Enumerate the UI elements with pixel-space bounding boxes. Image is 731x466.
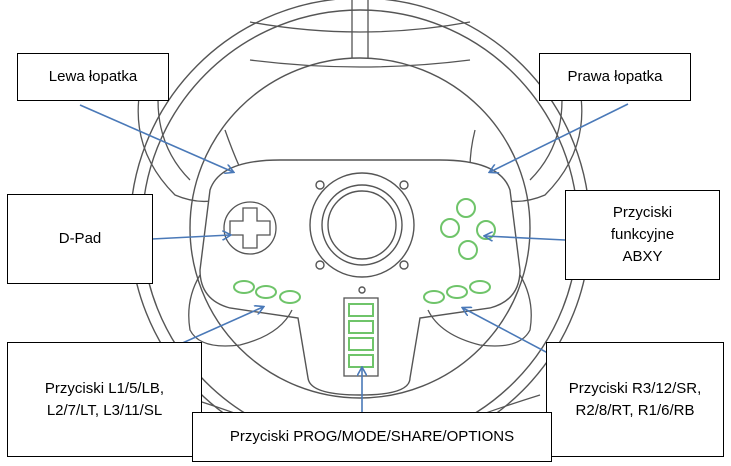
label-right-paddle-text: Prawa łopatka [567, 68, 663, 85]
abxy-buttons [440, 198, 496, 260]
label-function-buttons: Przyciski funkcyjne ABXY [565, 190, 720, 280]
label-left-paddle-text: Lewa łopatka [48, 68, 138, 85]
label-left-buttons-line1: Przyciski L1/5/LB, [44, 379, 165, 397]
dpad-icon [223, 201, 277, 255]
label-function-buttons-line1: Przyciski [612, 204, 673, 221]
label-center-buttons: Przyciski PROG/MODE/SHARE/OPTIONS [192, 412, 552, 462]
label-left-buttons: Przyciski L1/5/LB, L2/7/LT, L3/11/SL [7, 342, 202, 457]
arrow-left-paddle [79, 104, 233, 172]
label-right-buttons-line1: Przyciski R3/12/SR, [568, 379, 702, 397]
label-function-buttons-line2: funkcyjne [610, 226, 675, 243]
label-left-buttons-line2: L2/7/LT, L3/11/SL [46, 401, 163, 419]
label-left-paddle: Lewa łopatka [17, 53, 169, 101]
label-right-buttons: Przyciski R3/12/SR, R2/8/RT, R1/6/RB [546, 342, 724, 457]
right-button-row [423, 280, 491, 304]
label-function-buttons-line3: ABXY [622, 248, 663, 265]
label-right-paddle: Prawa łopatka [539, 53, 691, 101]
top-grip [249, 0, 471, 68]
center-ring [309, 172, 415, 294]
arrow-dpad [151, 235, 230, 239]
center-button-column [343, 297, 379, 377]
arrow-right-paddle [490, 103, 629, 172]
label-center-buttons-text: Przyciski PROG/MODE/SHARE/OPTIONS [229, 428, 515, 445]
label-right-buttons-line2: R2/8/RT, R1/6/RB [575, 401, 695, 419]
arrow-abxy [485, 236, 566, 240]
label-dpad-text: D-Pad [58, 230, 102, 247]
label-dpad: D-Pad [7, 194, 153, 284]
left-button-row [233, 280, 301, 304]
arrows [79, 103, 629, 418]
